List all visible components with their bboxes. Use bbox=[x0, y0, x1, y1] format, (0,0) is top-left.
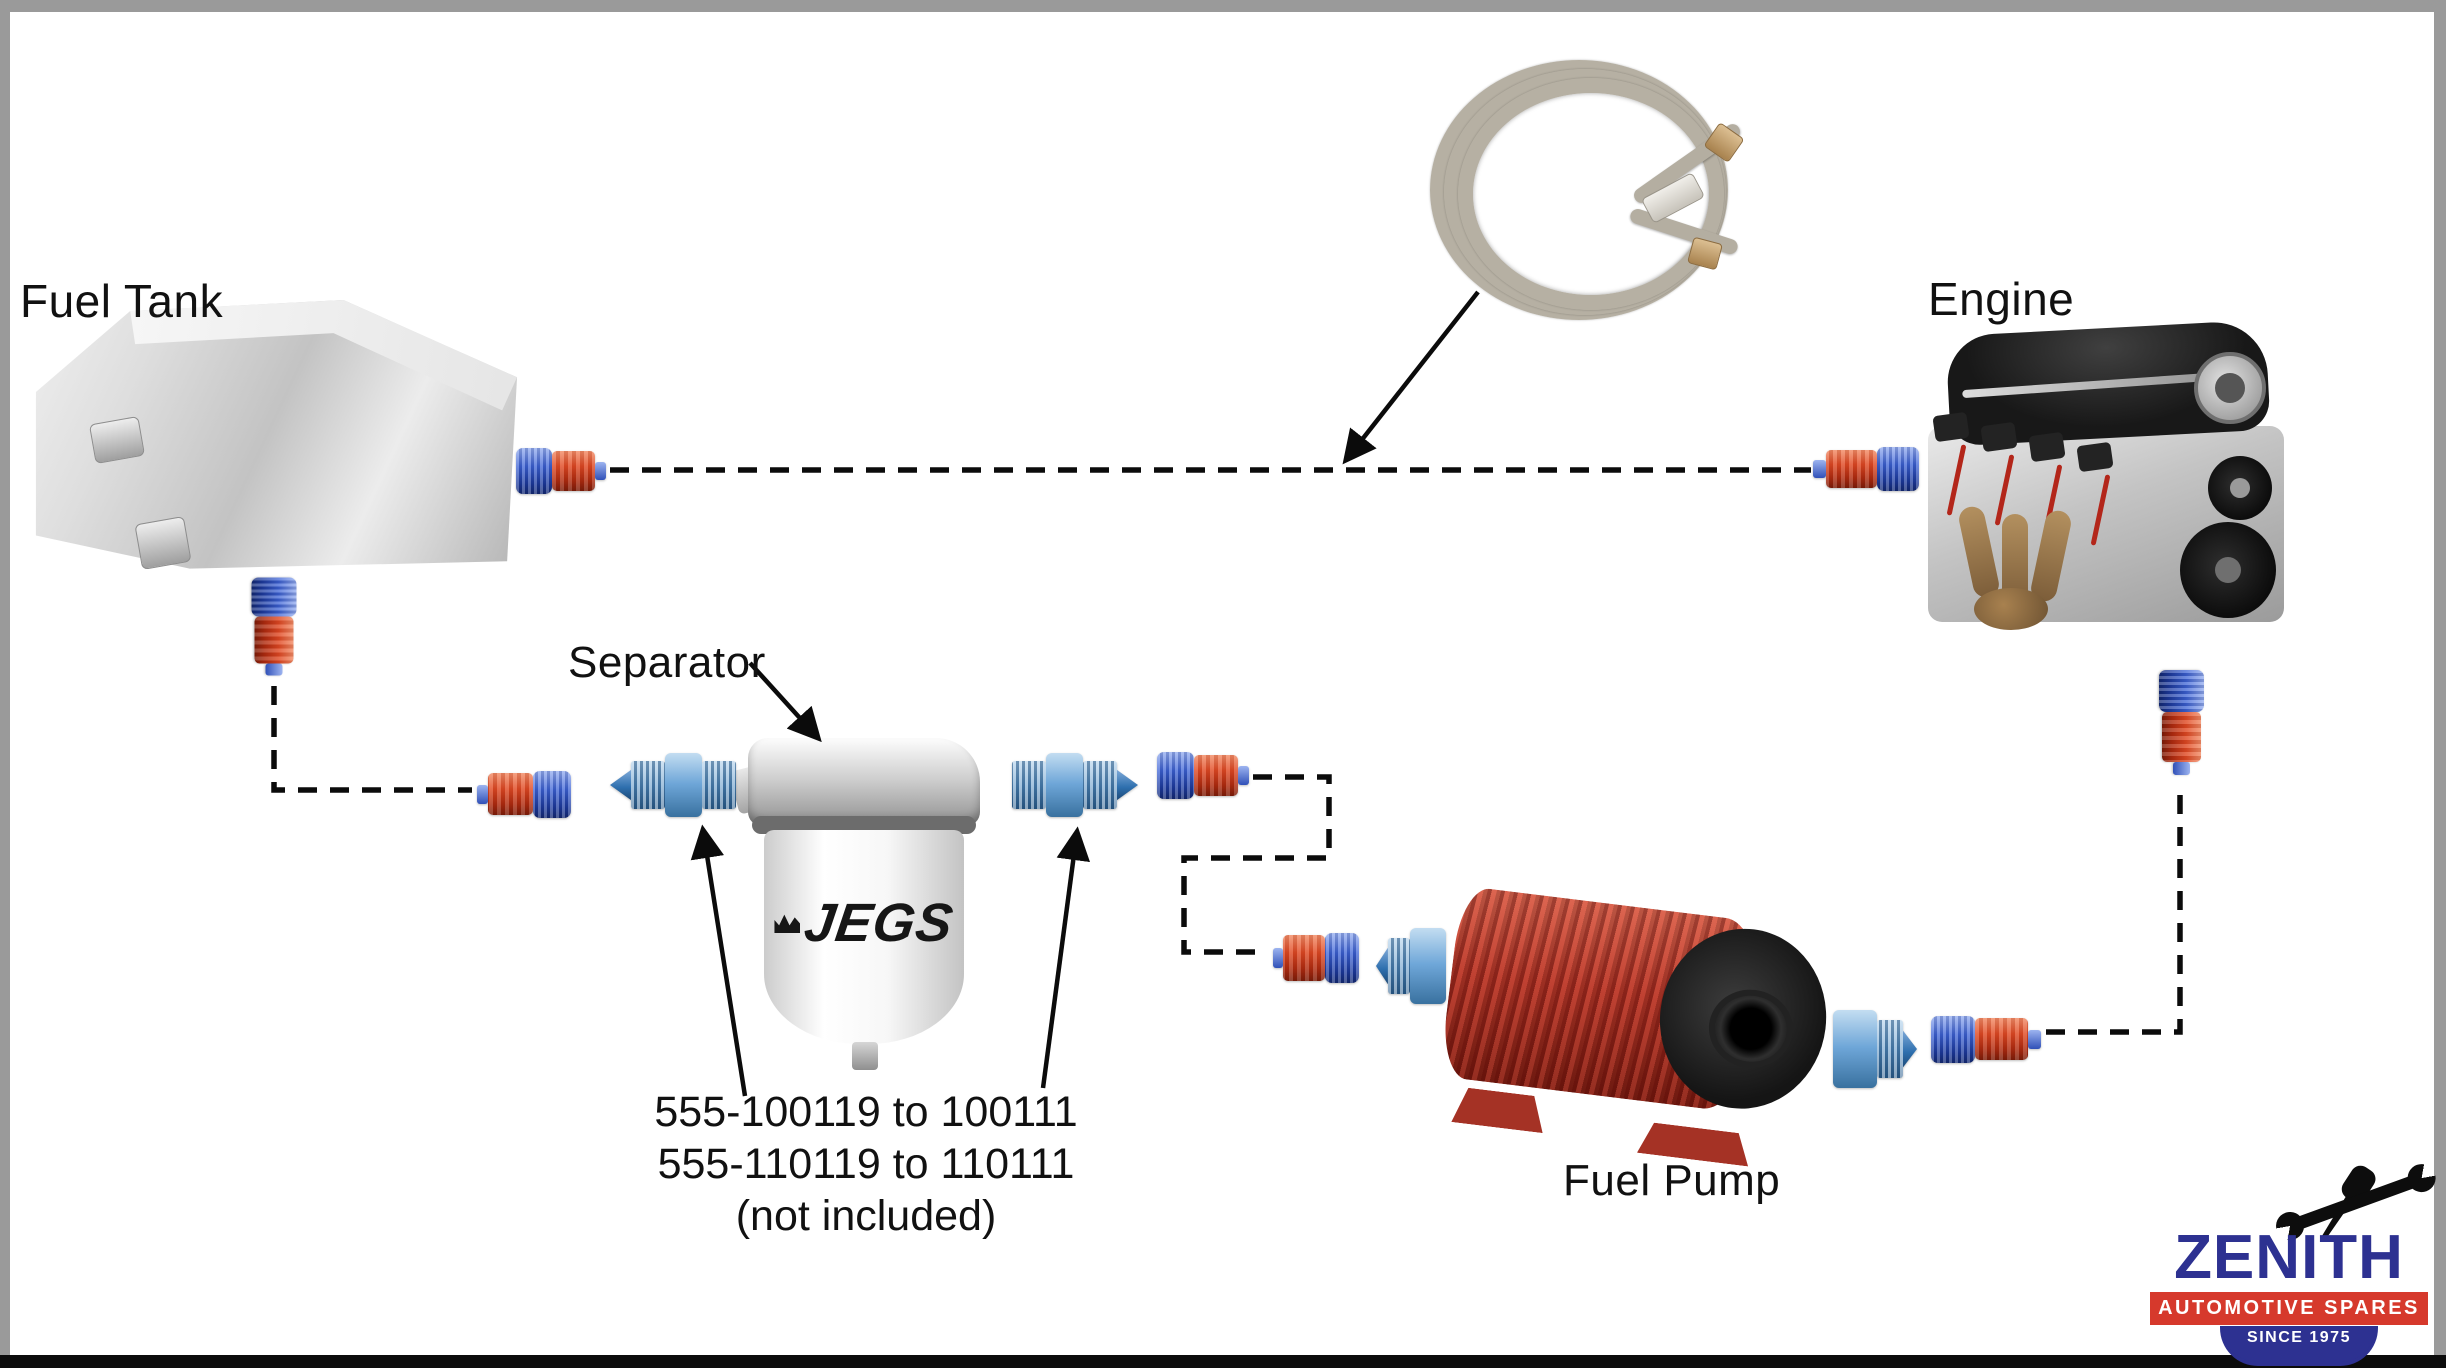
fuel-tank-outlet-stub bbox=[88, 415, 146, 465]
part-number-line-1: 555-100119 to 100111 bbox=[654, 1088, 1078, 1136]
an-fitting-pump-outlet bbox=[1931, 1014, 2041, 1064]
separator-head bbox=[748, 738, 980, 826]
throttle-body bbox=[2194, 352, 2266, 424]
pump-mount-foot bbox=[1451, 1086, 1547, 1133]
engine-label: Engine bbox=[1928, 273, 2075, 325]
jegs-crown-icon bbox=[774, 914, 801, 933]
frame-border-left bbox=[0, 0, 10, 1368]
adapter-fitting-separator-right bbox=[1012, 753, 1138, 817]
union-fitting-pump-inlet bbox=[1376, 928, 1446, 1004]
fuel-pump-label: Fuel Pump bbox=[1563, 1156, 1781, 1205]
an-fitting-engine-inlet bbox=[1813, 446, 1919, 492]
exhaust-collector bbox=[1974, 588, 2048, 630]
engine-image bbox=[1922, 319, 2294, 671]
separator-label: Separator bbox=[568, 638, 766, 687]
separator-drain-fitting bbox=[852, 1042, 878, 1070]
an-fitting-separator-outlet bbox=[1157, 751, 1249, 800]
frame-border-bottom bbox=[0, 1355, 2446, 1368]
fuel-pump-image bbox=[1438, 885, 1837, 1150]
part-note-left-arrow bbox=[690, 824, 748, 1097]
logo-since-text: SINCE 1975 bbox=[2247, 1329, 2351, 1346]
separator-seal-ring bbox=[752, 816, 976, 834]
ignition-coil bbox=[2028, 431, 2066, 463]
fuel-tank-image bbox=[26, 208, 522, 576]
union-fitting-pump-outlet bbox=[1833, 1010, 1917, 1088]
frame-border-right bbox=[2434, 0, 2446, 1368]
an-fitting-separator-inlet bbox=[477, 769, 571, 819]
braided-fuel-hose-image bbox=[1428, 56, 1748, 320]
fuel-line-separator-to-pump bbox=[1181, 774, 1332, 955]
fuel-tank-body bbox=[35, 300, 518, 569]
separator-image: JEGS bbox=[729, 738, 986, 1070]
logo-gear-badge: SINCE 1975 bbox=[2222, 1326, 2376, 1362]
crank-pulley bbox=[2180, 522, 2276, 618]
fuel-tank-outlet-stub bbox=[134, 516, 192, 570]
zenith-logo: ZENITH AUTOMOTIVE SPARES SINCE 1975 bbox=[2146, 1166, 2432, 1362]
fuel-line-pump-to-engine bbox=[2046, 785, 2183, 1035]
an-fitting-pump-inlet bbox=[1273, 931, 1359, 985]
separator-brand-text: JEGS bbox=[801, 893, 958, 953]
fuel-tank-label: Fuel Tank bbox=[20, 275, 224, 327]
an-fitting-tank-outlet bbox=[516, 447, 606, 495]
part-number-line-2: 555-110119 to 110111 bbox=[657, 1140, 1075, 1188]
separator-canister: JEGS bbox=[764, 830, 964, 1044]
adapter-fitting-separator-left bbox=[610, 753, 736, 817]
ignition-coil bbox=[1932, 411, 1970, 443]
frame-border-top bbox=[0, 0, 2446, 12]
logo-brand-name: ZENITH bbox=[2174, 1223, 2404, 1292]
part-number-note: 555-100119 to 100111 555-110119 to 11011… bbox=[628, 1086, 1104, 1242]
logo-tagline-banner: AUTOMOTIVE SPARES bbox=[2150, 1292, 2428, 1325]
water-pump-pulley bbox=[2208, 456, 2272, 520]
ignition-coil bbox=[2076, 441, 2114, 473]
ignition-coil bbox=[1980, 421, 2018, 453]
an-fitting-engine-feed bbox=[2158, 670, 2205, 775]
part-note-right-arrow bbox=[1040, 826, 1091, 1089]
fuel-line-tank-to-separator bbox=[271, 686, 472, 793]
an-fitting-tank-bottom bbox=[251, 577, 298, 676]
part-number-line-3: (not included) bbox=[735, 1192, 997, 1240]
